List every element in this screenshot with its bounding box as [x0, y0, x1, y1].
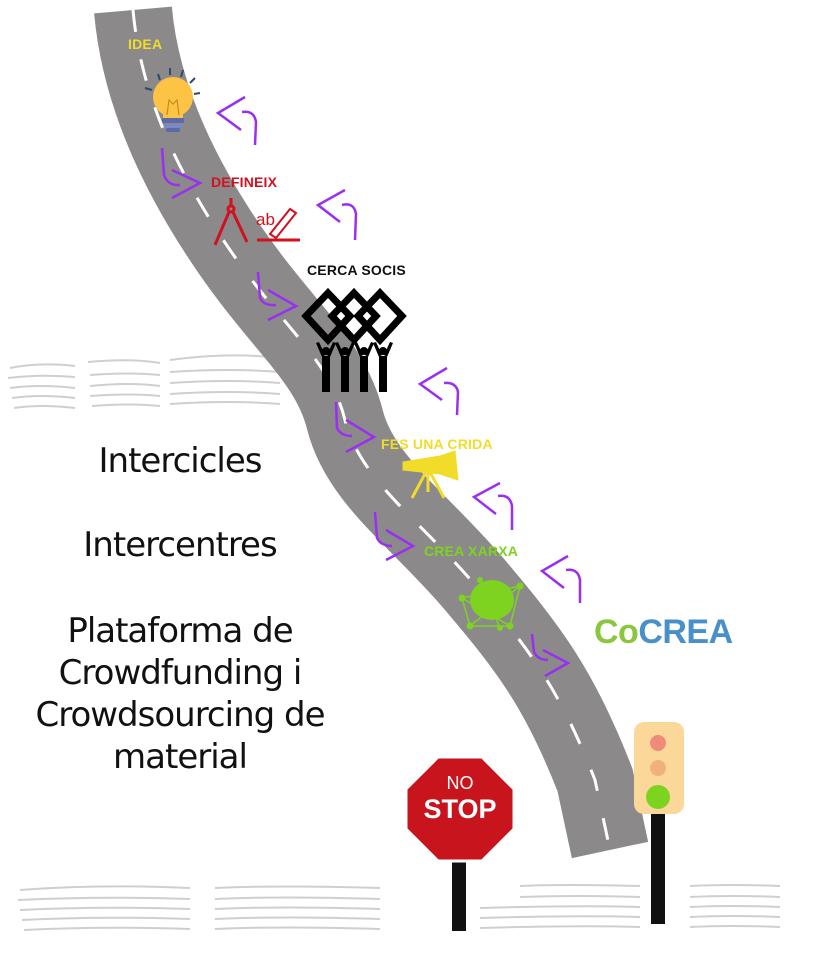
side-text-intercicles: Intercicles	[98, 441, 263, 481]
step-label-defineix: DEFINEIX	[211, 174, 278, 190]
step-label-crea-xarxa: CREA XARXA	[424, 543, 519, 559]
green-light	[646, 785, 670, 809]
logo-crea: CREA	[638, 613, 733, 651]
stop-sign	[404, 755, 516, 931]
side-text-platform: Plataforma de Crowdfunding i Crowdsourci…	[10, 610, 350, 778]
platform-line-2: Crowdfunding i	[58, 653, 303, 693]
platform-line-1: Plataforma de	[67, 611, 293, 651]
amber-light	[650, 760, 666, 776]
megaphone-icon	[402, 450, 459, 499]
red-light	[650, 735, 666, 751]
people-partners-icon	[301, 287, 407, 392]
step-label-cerca-socis: CERCA SOCIS	[307, 262, 406, 278]
sketch-lines-bottom	[17, 884, 781, 931]
platform-line-4: material	[113, 737, 248, 777]
network-icon	[458, 577, 524, 631]
svg-text:ab: ab	[256, 210, 275, 229]
step-label-idea: IDEA	[128, 36, 163, 52]
cocrea-logo: CoCREA	[594, 613, 733, 652]
sketch-lines-left	[7, 354, 281, 409]
compass-pencil-icon: ab	[213, 198, 300, 246]
step-label-fes-una-crida: FES UNA CRIDA	[381, 436, 493, 452]
lightbulb-icon	[144, 68, 201, 132]
stop-sign-stop: STOP	[423, 794, 497, 824]
side-text-intercentres: Intercentres	[83, 525, 277, 565]
road-centerline	[131, 9, 612, 851]
direction-arrows-right	[160, 147, 571, 678]
logo-co: Co	[594, 613, 639, 651]
traffic-light	[634, 722, 684, 924]
stop-sign-no: NO	[446, 773, 474, 793]
platform-line-3: Crowdsourcing de	[35, 695, 325, 735]
direction-arrows-left	[215, 95, 582, 603]
